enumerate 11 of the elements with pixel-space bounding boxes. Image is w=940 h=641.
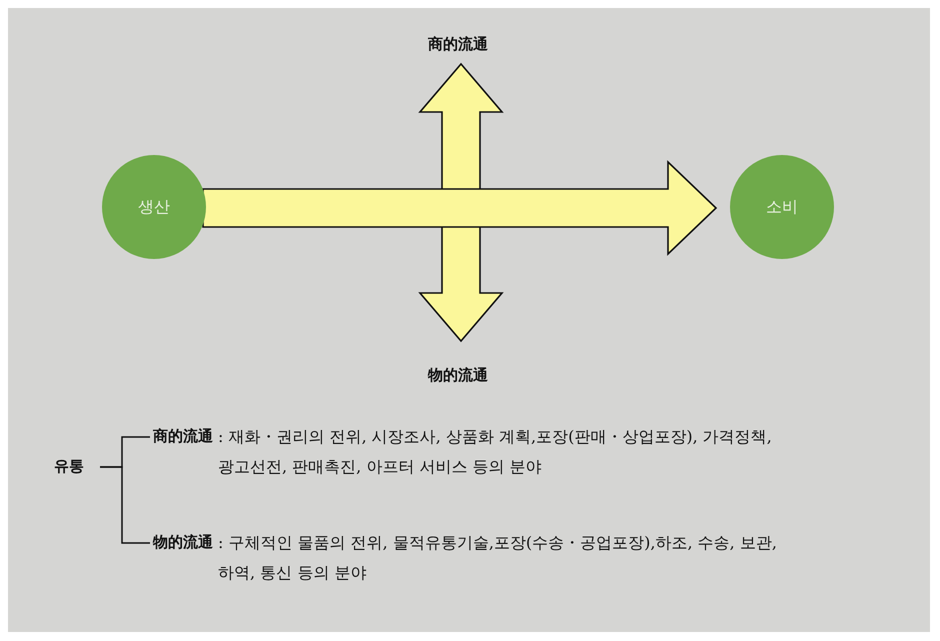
node-label: 物的流通 — [428, 366, 488, 385]
description-text: : 구체적인 물품의 전위, 물적유통기술,포장(수송・공업포장),하조, 수송, 보관, 하역, 통신 등의 분야 — [218, 532, 778, 584]
block-arrow — [202, 160, 718, 256]
node-label: 생산 — [138, 196, 170, 218]
node-label: 物的流通 — [153, 533, 213, 552]
bracket-line — [100, 466, 150, 544]
description-text: : 재화・권리의 전위, 시장조사, 상품화 계획,포장(판매・상업포장), 가격정책, 광고선전, 판매촉진, 아프터 서비스 등의 분야 — [218, 426, 773, 478]
node-label: 商的流通 — [428, 35, 488, 54]
node-label: 소비 — [766, 196, 798, 218]
node-label: 유통 — [54, 457, 84, 476]
node-label: 商的流通 — [153, 427, 213, 446]
